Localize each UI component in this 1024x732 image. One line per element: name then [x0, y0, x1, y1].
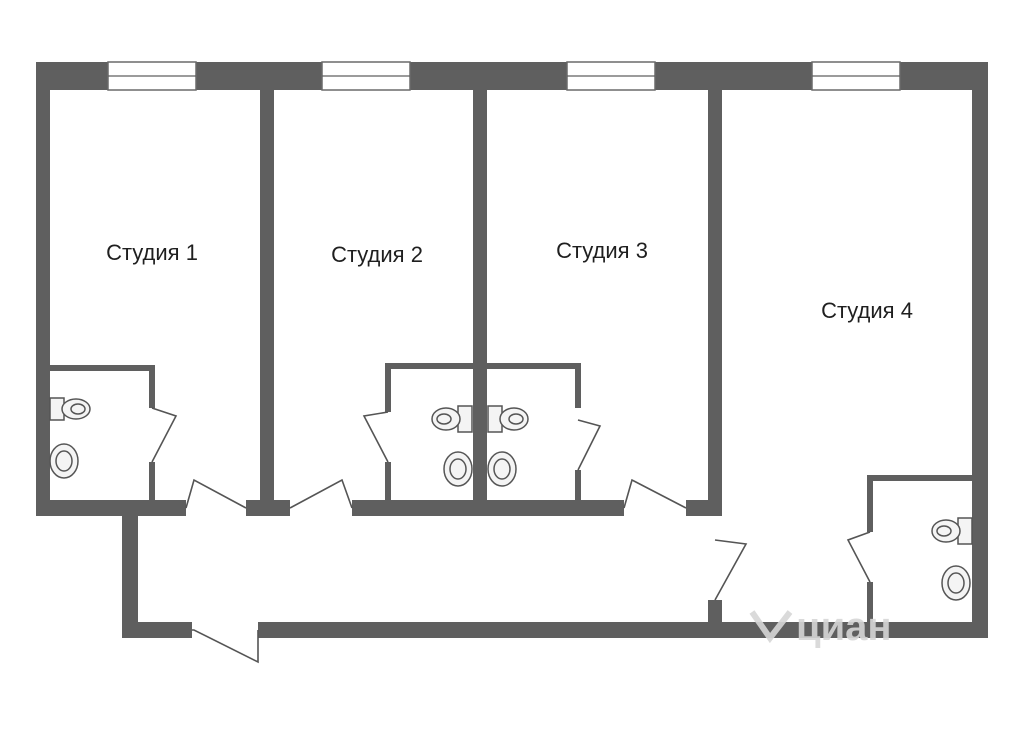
door-entrance	[192, 629, 259, 664]
window-3	[566, 61, 656, 91]
door-studio-2	[289, 478, 353, 509]
toilet-icon	[431, 405, 473, 433]
watermark: циан	[749, 605, 892, 649]
sink-icon	[487, 451, 517, 487]
window-4	[811, 61, 901, 91]
room-labels: Студия 1 Студия 2 Студия 3 Студия 4	[106, 238, 913, 323]
bathroom-walls	[50, 363, 972, 622]
windows	[107, 61, 901, 91]
room-label-studio-3: Студия 3	[556, 238, 648, 263]
door-studio-4	[714, 539, 748, 601]
room-label-studio-4: Студия 4	[821, 298, 913, 323]
door-studio-3	[623, 478, 687, 509]
room-label-studio-2: Студия 2	[331, 242, 423, 267]
interior-walls	[246, 90, 722, 638]
sink-icon	[941, 565, 971, 601]
doors	[151, 407, 871, 664]
door-bath-3	[577, 419, 602, 471]
sink-icon	[49, 443, 79, 479]
watermark-brand: циан	[796, 605, 892, 649]
door-studio-1	[185, 478, 247, 509]
door-bath-1	[151, 407, 178, 463]
outer-walls	[36, 62, 988, 638]
cian-logo-icon	[749, 610, 793, 644]
window-2	[321, 61, 411, 91]
toilet-icon	[931, 517, 973, 545]
sink-icon	[443, 451, 473, 487]
fixtures	[49, 397, 973, 601]
room-label-studio-1: Студия 1	[106, 240, 198, 265]
door-bath-2	[362, 411, 389, 463]
door-bath-4	[846, 531, 871, 583]
toilet-icon	[487, 405, 529, 433]
toilet-icon	[49, 397, 91, 421]
window-1	[107, 61, 197, 91]
